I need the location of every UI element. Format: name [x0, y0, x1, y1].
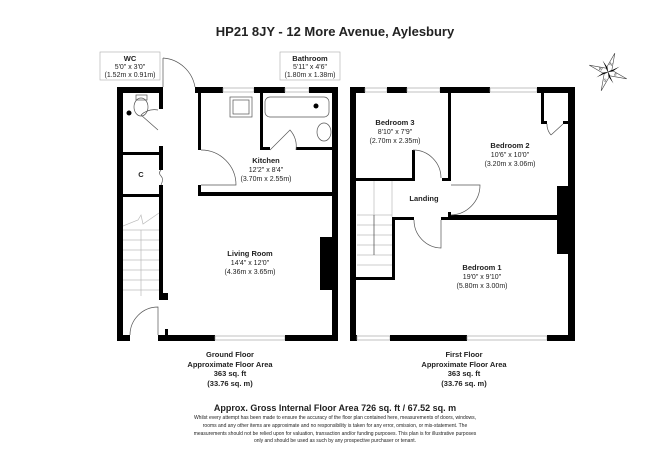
- floor-name: First Floor: [445, 350, 482, 359]
- room-size-metric: (4.36m x 3.65m): [225, 269, 276, 276]
- floor-area-sqft: 363 sq. ft: [448, 369, 481, 378]
- front-door-swing: [162, 57, 196, 88]
- room-size-imperial: 14'4" x 12'0": [231, 260, 270, 267]
- compass-n: N: [609, 61, 614, 67]
- room-size-metric: (1.80m x 1.38m): [285, 72, 336, 79]
- room-name: Bedroom 3: [375, 118, 414, 127]
- plan-title: HP21 8JY - 12 More Avenue, Aylesbury: [216, 24, 455, 39]
- room-name: WC: [124, 54, 137, 63]
- compass-w: W: [598, 66, 603, 72]
- wc-label-box: [99, 51, 161, 81]
- disclaimer-line: rooms and any other items are approximat…: [203, 423, 468, 429]
- room-size-metric: (3.70m x 2.55m): [241, 176, 292, 183]
- compass-e: E: [614, 71, 619, 77]
- room-name: Kitchen: [252, 156, 280, 165]
- bathroom-label-box: [279, 51, 341, 81]
- ground-stairs: [122, 212, 160, 296]
- room-name: Bedroom 2: [490, 141, 529, 150]
- ground-floor-plan: WC 5'0" x 3'0" (1.52m x 0.91m) Bathroom …: [99, 51, 341, 388]
- room-name: Bedroom 1: [462, 263, 501, 272]
- room-size-imperial: 12'2" x 8'4": [249, 167, 284, 174]
- room-size-metric: (2.70m x 2.35m): [370, 138, 421, 145]
- room-size-imperial: 10'6" x 10'0": [491, 152, 530, 159]
- room-size-imperial: 5'0" x 3'0": [115, 64, 146, 71]
- compass-rose-icon: N E S W: [589, 53, 627, 91]
- floor-name: Ground Floor: [206, 350, 254, 359]
- gross-area: Approx. Gross Internal Floor Area 726 sq…: [214, 403, 456, 413]
- floor-area-sqm: (33.76 sq. m): [441, 379, 487, 388]
- floor-area-label: Approximate Floor Area: [421, 360, 507, 369]
- first-stairs: [357, 181, 393, 266]
- floor-area-label: Approximate Floor Area: [187, 360, 273, 369]
- landing-label: Landing: [409, 194, 439, 203]
- room-name: Bathroom: [292, 54, 328, 63]
- disclaimer-line: measurements should not be relied upon f…: [194, 431, 477, 437]
- room-size-imperial: 19'0" x 9'10": [463, 274, 502, 281]
- first-floor-plan: Bedroom 3 8'10" x 7'9" (2.70m x 2.35m) B…: [350, 87, 575, 388]
- room-size-metric: (1.52m x 0.91m): [105, 72, 156, 79]
- floor-area-sqm: (33.76 sq. m): [207, 379, 253, 388]
- compass-s: S: [603, 77, 608, 83]
- disclaimer-line: only and should be used as such by any p…: [254, 438, 416, 444]
- room-size-metric: (5.80m x 3.00m): [457, 283, 508, 290]
- room-size-imperial: 8'10" x 7'9": [378, 129, 413, 136]
- room-size-metric: (3.20m x 3.06m): [485, 161, 536, 168]
- cupboard-label: C: [138, 170, 144, 179]
- room-size-imperial: 5'11" x 4'6": [293, 64, 327, 71]
- room-name: Living Room: [227, 249, 273, 258]
- disclaimer-line: Whilst every attempt has been made to en…: [194, 415, 476, 421]
- floor-area-sqft: 363 sq. ft: [214, 369, 247, 378]
